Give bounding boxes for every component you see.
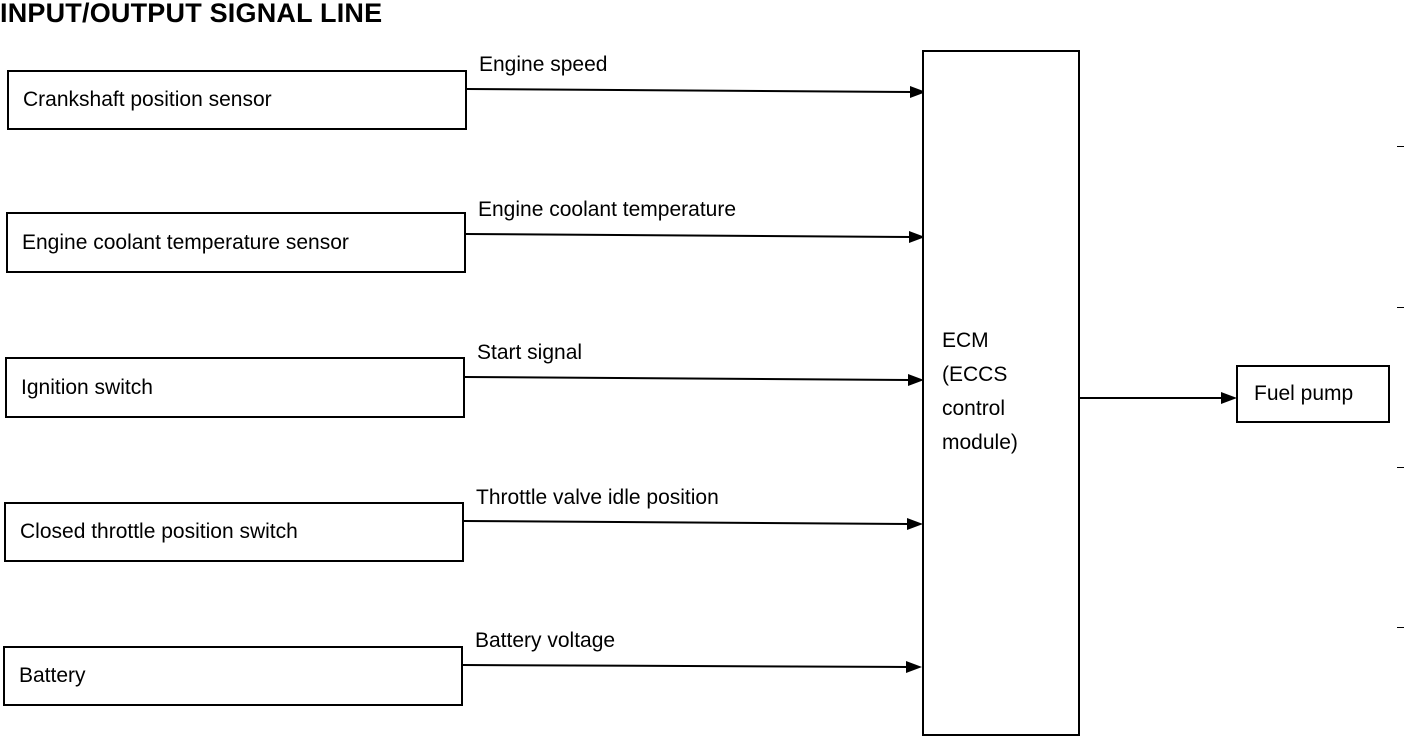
margin-tick [1397,467,1404,468]
input-box-battery: Battery [3,646,463,706]
margin-tick [1397,627,1404,628]
arrowhead-start-signal [908,374,924,386]
arrowhead-fuel-pump [1221,392,1237,404]
input-box-crankshaft-position-sensor: Crankshaft position sensor [7,70,467,130]
signal-label-engine-coolant-temperature: Engine coolant temperature [478,198,736,221]
input-label: Engine coolant temperature sensor [22,230,349,254]
ecm-label: ECM (ECCS control module) [942,324,1018,460]
arrowhead-battery-voltage [906,661,922,673]
ecm-label-line: ECM [942,329,989,352]
input-box-closed-throttle-position-switch: Closed throttle position switch [4,502,464,562]
diagram-title: INPUT/OUTPUT SIGNAL LINE [0,0,383,28]
arrow-line-battery-voltage [462,664,909,668]
arrowhead-engine-speed [910,86,926,98]
input-box-engine-coolant-temperature-sensor: Engine coolant temperature sensor [6,212,466,273]
input-label: Crankshaft position sensor [23,88,272,111]
arrow-line-throttle-valve-idle-position [463,520,910,525]
arrowhead-throttle-valve-idle-position [907,518,923,530]
ecm-block: ECM (ECCS control module) [922,50,1080,736]
arrow-line-engine-speed [466,88,913,93]
input-box-ignition-switch: Ignition switch [5,357,465,418]
arrowhead-engine-coolant-temperature [909,231,925,243]
signal-label-battery-voltage: Battery voltage [475,629,616,652]
signal-label-start-signal: Start signal [477,341,583,364]
signal-label-engine-speed: Engine speed [479,53,608,76]
ecm-label-line: control [942,397,1006,420]
input-label: Closed throttle position switch [20,520,298,543]
ecm-label-line: (ECCS [942,363,1008,386]
input-label: Battery [19,664,86,687]
output-box-fuel-pump: Fuel pump [1236,365,1390,423]
arrow-line-engine-coolant-temperature [465,233,912,238]
input-label: Ignition switch [21,375,153,399]
arrow-line-start-signal [464,376,911,381]
output-label: Fuel pump [1254,382,1354,405]
signal-label-throttle-valve-idle-position: Throttle valve idle position [476,486,719,509]
ecm-label-line: module) [942,431,1018,454]
margin-tick [1397,146,1404,147]
margin-tick [1397,307,1404,308]
